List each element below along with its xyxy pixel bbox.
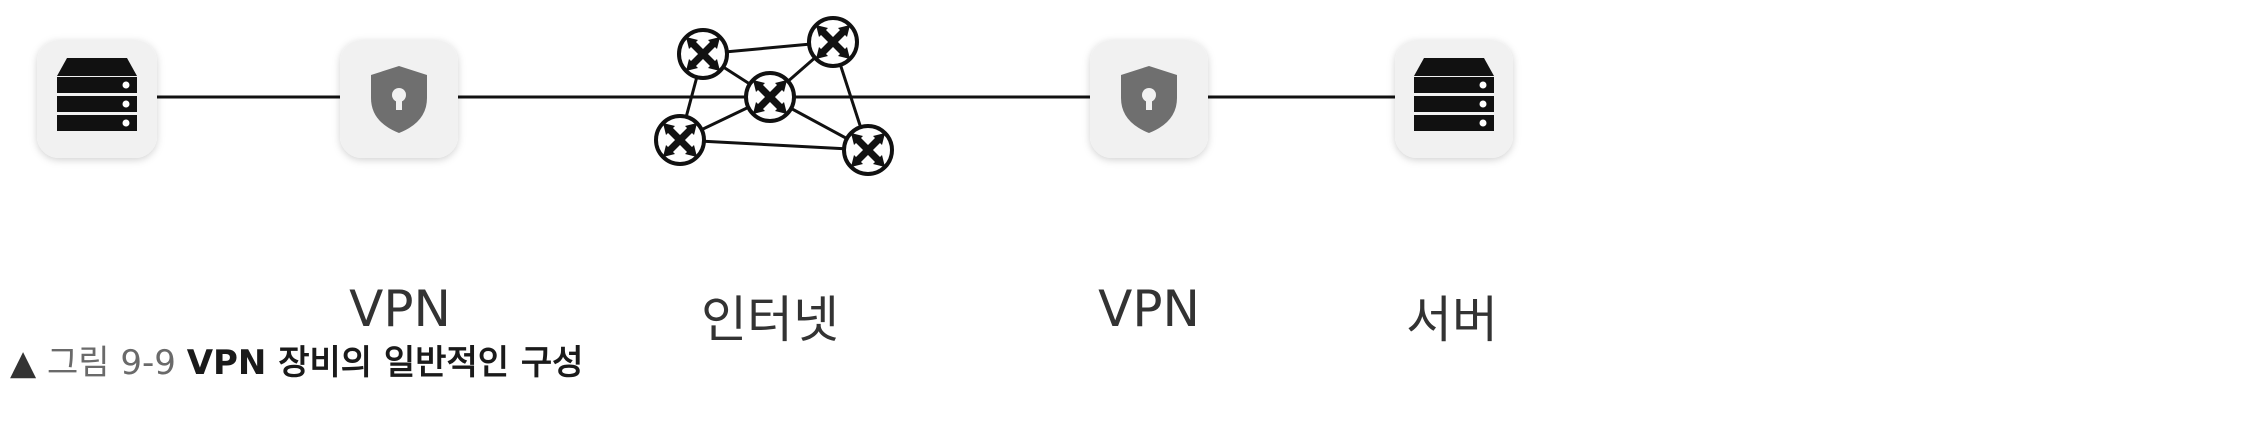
vpn-left-tile [340,40,458,158]
router-icon-4 [654,114,706,166]
server-icon [1414,58,1494,131]
right-device-tile [1395,40,1513,158]
figure-number: 그림 9-9 [46,343,176,383]
server-icon [57,58,137,131]
router-icon-1 [677,28,729,80]
figure-title: VPN 장비의 일반적인 구성 [186,343,584,383]
server-label: 서버 [1406,291,1498,349]
left-device-tile [37,40,157,158]
figure-caption: ▲ 그림 9-9 VPN 장비의 일반적인 구성 [10,335,583,384]
router-icon-5 [842,124,894,176]
shield-lock-icon [371,66,427,133]
router-icon-2 [807,16,859,68]
internet-label: 인터넷 [701,291,839,349]
vpn-right-tile [1090,40,1208,158]
vpn-right-label: VPN [1098,280,1200,338]
triangle-marker-icon: ▲ [10,343,37,383]
vpn-left-label: VPN [349,280,451,338]
router-icon-3 [744,71,796,123]
shield-lock-icon [1121,66,1177,133]
